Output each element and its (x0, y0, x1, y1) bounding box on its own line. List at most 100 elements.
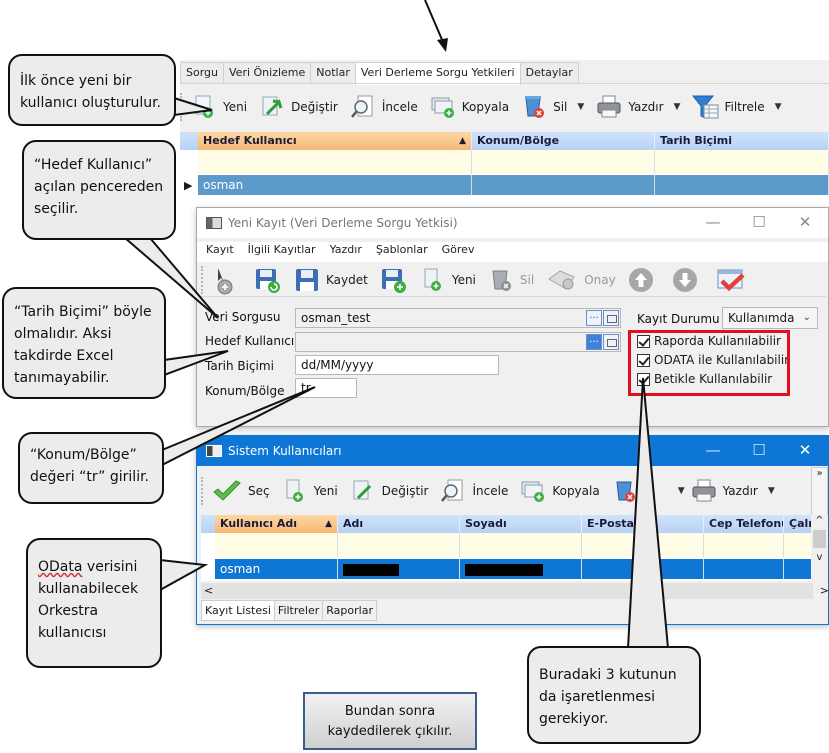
column-header-adi[interactable]: Adı (338, 515, 460, 533)
close-button[interactable]: ✕ (798, 441, 812, 459)
filter-button[interactable]: Filtrele ▼ (692, 94, 782, 120)
veri-sorgusu-browse-button[interactable]: ... (586, 310, 602, 326)
odata-kullanilabilir-checkbox[interactable]: ODATA ile Kullanılabilir (637, 353, 789, 367)
veri-sorgusu-field[interactable]: osman_test (295, 308, 621, 328)
new-label: Yeni (313, 484, 338, 498)
edit-button[interactable]: Değiştir (259, 94, 338, 120)
close-button[interactable]: ✕ (798, 213, 812, 231)
move-up-button[interactable] (628, 267, 660, 293)
scroll-right-icon[interactable]: > (819, 584, 829, 597)
inspect-button[interactable]: İncele (350, 94, 418, 120)
column-header-calisma[interactable]: Çalış (784, 515, 813, 533)
toolbar-overflow-button[interactable]: » (811, 467, 828, 517)
copy-button[interactable]: Kopyala (430, 94, 509, 120)
scroll-left-icon[interactable]: < (204, 584, 214, 597)
recycle-bin-icon (521, 94, 547, 120)
new-user-button[interactable]: Yeni (282, 478, 338, 504)
approve-button[interactable]: Onay (546, 267, 616, 293)
save-new-button[interactable] (380, 267, 412, 293)
callout-konum-bolge: “Konum/Bölge” değeri “tr” girilir. (18, 432, 164, 504)
inspect-label: İncele (381, 100, 418, 114)
menu-gorev[interactable]: Görev (441, 243, 475, 256)
raporda-kullanilabilir-checkbox[interactable]: Raporda Kullanılabilir (637, 334, 781, 348)
delete-dropdown-icon[interactable]: ▼ (577, 102, 585, 112)
magnifier-icon (440, 478, 466, 504)
print-dropdown-icon[interactable]: ▼ (673, 102, 681, 112)
redacted-block (343, 563, 399, 576)
validate-button[interactable] (716, 267, 752, 293)
save-refresh-button[interactable] (254, 267, 286, 293)
system-users-dialog: Sistem Kullanıcıları — ☐ ✕ Seç Yeni Deği… (196, 435, 829, 625)
filter-funnel-icon (692, 94, 719, 120)
recycle-bin-disabled-icon (488, 267, 514, 293)
toolbar-grip[interactable] (180, 93, 183, 121)
callout-create-user: İlk önce yeni bir kullanıcı oluşturulur. (8, 54, 176, 126)
filter-dropdown-icon[interactable]: ▼ (774, 102, 782, 112)
hedef-kullanici-open-button[interactable] (603, 334, 619, 350)
horizontal-scrollbar[interactable]: < > (201, 583, 829, 599)
tab-notlar[interactable]: Notlar (310, 62, 356, 84)
maximize-button[interactable]: ☐ (752, 441, 766, 459)
column-header-soyadi[interactable]: Soyadı (460, 515, 582, 533)
scroll-down-icon[interactable]: v (816, 552, 823, 563)
save-button[interactable]: Kaydet (294, 267, 368, 293)
inspect-user-button[interactable]: İncele (440, 478, 508, 504)
minimize-button[interactable]: — (705, 441, 721, 459)
main-grid: Hedef Kullanıcı ▲ Konum/Bölge Tarih Biçi… (180, 132, 829, 200)
filter-row[interactable] (198, 150, 829, 174)
new-document-icon (420, 267, 446, 293)
menu-sablonlar[interactable]: Şablonlar (375, 243, 428, 256)
column-header-cep-telefonu[interactable]: Cep Telefonu (704, 515, 784, 533)
print-dropdown-icon[interactable]: ▼ (767, 486, 775, 496)
column-header-konum-bolge[interactable]: Konum/Bölge (472, 132, 655, 150)
pointer-add-button[interactable] (212, 267, 244, 294)
menu-yazdir[interactable]: Yazdır (329, 243, 362, 256)
new-record-button[interactable]: Yeni (420, 267, 476, 293)
toolbar-grip[interactable] (201, 265, 204, 294)
table-row[interactable]: osman (198, 175, 829, 195)
print-button[interactable]: Yazdır ▼ (596, 94, 680, 120)
hedef-kullanici-field[interactable] (295, 332, 621, 352)
tab-sorgu[interactable]: Sorgu (180, 62, 224, 84)
hedef-kullanici-label: Hedef Kullanıcı⊗ (205, 334, 302, 348)
column-header-hedef-kullanici[interactable]: Hedef Kullanıcı ▲ (198, 132, 472, 150)
minimize-button[interactable]: — (705, 213, 721, 231)
konum-bolge-input[interactable]: tr (295, 378, 357, 398)
filter-row[interactable] (215, 533, 813, 557)
delete-dropdown-icon[interactable]: ▼ (677, 486, 685, 496)
menu-kayit[interactable]: Kayıt (206, 243, 234, 256)
print-users-button[interactable]: Yazdır ▼ (691, 478, 775, 504)
sort-ascending-icon: ▲ (459, 136, 466, 146)
toolbar-grip[interactable] (201, 477, 204, 505)
move-down-button[interactable] (672, 267, 704, 293)
veri-sorgusu-open-button[interactable] (603, 310, 619, 326)
edit-user-button[interactable]: Değiştir (350, 478, 428, 504)
kayit-durumu-select[interactable]: Kullanımda ⌄ (722, 307, 818, 329)
hedef-kullanici-browse-button[interactable]: ... (586, 334, 602, 350)
column-header-kullanici-adi[interactable]: Kullanıcı Adı ▲ (215, 515, 338, 533)
select-button[interactable]: Seç (212, 478, 270, 504)
maximize-button[interactable]: ☐ (752, 213, 766, 231)
copy-user-button[interactable]: Kopyala (520, 478, 600, 504)
tab-detaylar[interactable]: Detaylar (519, 62, 579, 84)
column-header-e-posta[interactable]: E-Posta (582, 515, 704, 533)
tab-raporlar[interactable]: Raporlar (323, 600, 377, 621)
column-header-tarih-bicimi[interactable]: Tarih Biçimi (655, 132, 829, 150)
delete-button[interactable]: Sil (488, 267, 534, 293)
table-row[interactable]: osman (215, 559, 813, 579)
menu-ilgili-kayitlar[interactable]: İlgili Kayıtlar (247, 243, 316, 256)
scroll-up-icon[interactable]: ^ (815, 515, 824, 526)
menu-bar: Kayıt İlgili Kayıtlar Yazdır Şablonlar G… (197, 242, 828, 262)
tab-veri-onizleme[interactable]: Veri Önizleme (223, 62, 312, 84)
scroll-thumb[interactable] (813, 530, 826, 548)
tab-veri-derleme-sorgu-yetkileri[interactable]: Veri Derleme Sorgu Yetkileri (354, 62, 521, 85)
delete-button[interactable]: Sil ▼ (521, 94, 584, 120)
inspect-label: İncele (472, 484, 509, 498)
tarih-bicimi-input[interactable]: dd/MM/yyyy (295, 355, 499, 375)
delete-user-button[interactable]: ▼ (612, 478, 685, 504)
vertical-scrollbar[interactable]: ^ v (811, 515, 828, 581)
dialog-titlebar[interactable]: Yeni Kayıt (Veri Derleme Sorgu Yetkisi) (197, 208, 828, 238)
new-button[interactable]: Yeni (191, 94, 247, 120)
tab-kayit-listesi[interactable]: Kayıt Listesi (201, 600, 275, 621)
tab-filtreler[interactable]: Filtreler (274, 600, 324, 621)
